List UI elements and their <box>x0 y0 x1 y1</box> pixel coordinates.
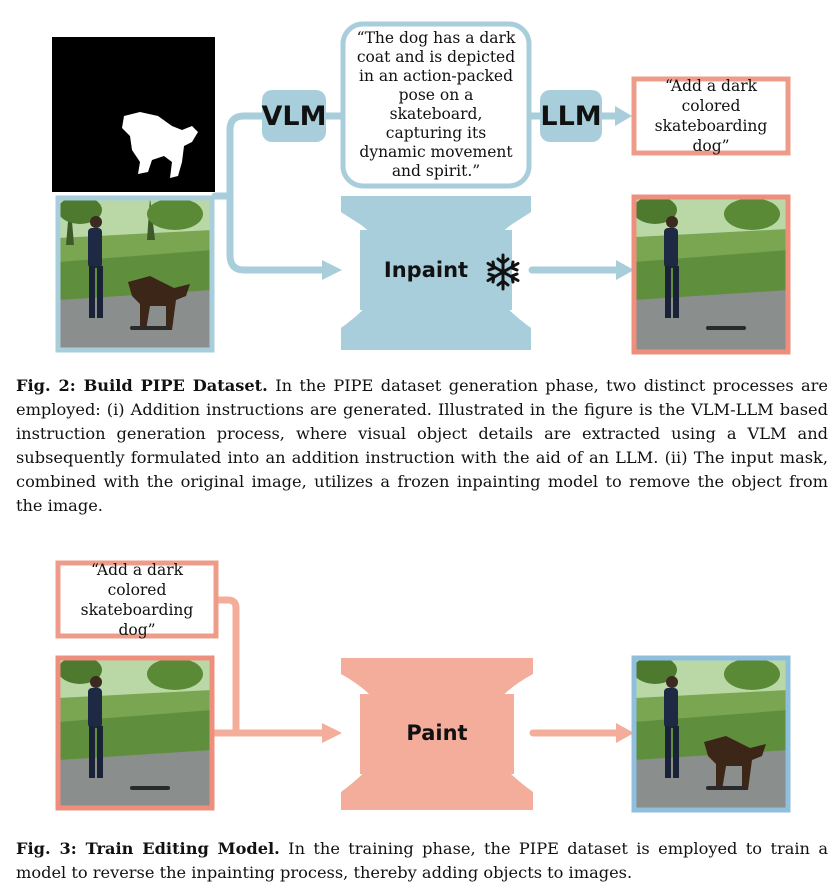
llm-label: LLM <box>540 100 602 132</box>
paint-label: Paint <box>406 721 468 745</box>
fig3-input-photo-without-dog <box>55 655 215 811</box>
instruction-bubble <box>631 76 791 156</box>
arrowhead-to-edited-output <box>616 723 634 743</box>
output-photo-without-dog <box>631 194 791 355</box>
arrowhead-to-paint <box>322 723 342 743</box>
input-photo-with-dog <box>55 195 215 353</box>
instruction-text: “Add a dark colored skateboarding dog” <box>654 77 768 155</box>
arrowhead-to-instruction <box>615 106 632 126</box>
fig3-connectors <box>208 596 624 737</box>
inpaint-label: Inpaint <box>383 258 469 282</box>
llm-block <box>540 90 602 142</box>
arrowhead-to-output <box>616 260 634 280</box>
fig3-arrowheads <box>322 723 634 743</box>
object-mask-image <box>52 37 215 192</box>
vlm-output-text: “The dog has a dark coat and is depicted… <box>356 29 516 180</box>
fig2-connectors <box>211 112 624 274</box>
fig3-output-photo-with-dog <box>631 655 791 813</box>
vlm-output-bubble <box>340 21 532 189</box>
fig2-caption-body: In the PIPE dataset generation phase, tw… <box>16 376 828 515</box>
fig2-caption: Fig. 2: Build PIPE Dataset. In the PIPE … <box>16 374 828 518</box>
fig3-caption: Fig. 3: Train Editing Model. In the trai… <box>16 837 828 885</box>
fig3-instruction-bubble <box>55 560 219 639</box>
snowflake-icon <box>486 253 520 291</box>
fig3-caption-body: In the training phase, the PIPE dataset … <box>16 839 828 882</box>
arrowhead-to-inpaint <box>322 260 342 280</box>
vlm-block <box>262 90 326 142</box>
fig2-caption-label: Fig. 2: Build PIPE Dataset. <box>16 376 268 395</box>
vlm-label: VLM <box>261 100 327 132</box>
fig3-instruction-text: “Add a dark colored skateboarding dog” <box>80 560 194 639</box>
fig3-caption-label: Fig. 3: Train Editing Model. <box>16 839 280 858</box>
fig2-arrowheads <box>322 106 634 280</box>
